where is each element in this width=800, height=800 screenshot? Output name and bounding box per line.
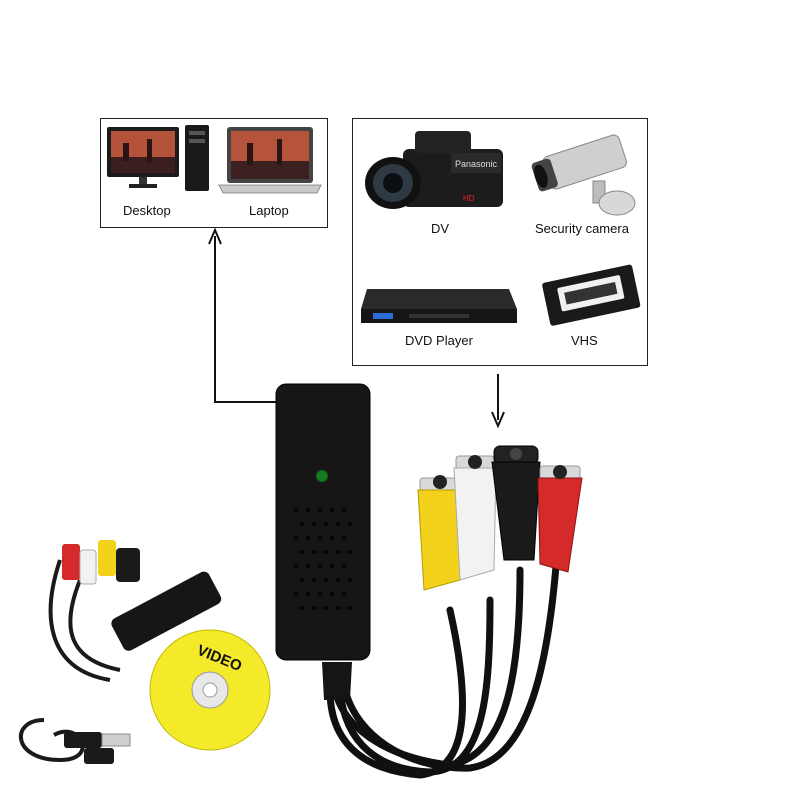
security-camera-image	[531, 134, 636, 216]
svideo-connector	[491, 445, 541, 561]
svg-text:HD: HD	[463, 194, 475, 203]
dvd-player-image	[361, 289, 517, 323]
vhs-label: VHS	[571, 333, 598, 348]
usb-dongle	[275, 383, 371, 661]
source-devices-box: Panasonic HD DV Security camera DVD Play…	[352, 118, 648, 366]
desktop-image	[107, 125, 209, 191]
arrow-head-down	[491, 411, 505, 429]
laptop-image	[218, 127, 322, 194]
arrow-head-up	[208, 227, 222, 245]
svg-text:Panasonic: Panasonic	[455, 159, 498, 169]
dvd-player-label: DVD Player	[405, 333, 473, 348]
dv-camcorder-image: Panasonic HD	[365, 131, 503, 209]
desktop-label: Desktop	[123, 203, 171, 218]
rca-white-connector	[453, 455, 497, 581]
computer-targets-box: Desktop Laptop	[100, 118, 328, 228]
dv-label: DV	[431, 221, 450, 236]
rca-red-connector	[537, 465, 583, 573]
laptop-label: Laptop	[249, 203, 289, 218]
mini-dongle-with-cables	[48, 540, 222, 682]
led-indicator	[315, 469, 329, 483]
vent-holes	[293, 507, 353, 611]
vhs-tape-image	[542, 264, 641, 326]
arrow-to-computer	[214, 236, 276, 403]
driver-cd	[149, 629, 271, 751]
security-camera-label: Security camera	[535, 221, 629, 236]
